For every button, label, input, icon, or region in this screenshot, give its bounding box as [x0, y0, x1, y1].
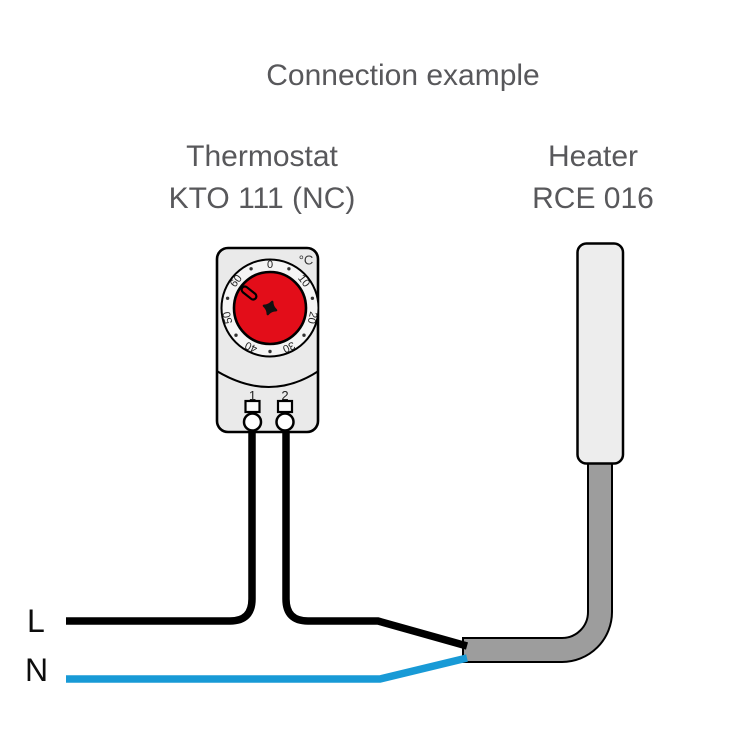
live-wire-left — [66, 418, 256, 625]
live-wire-right — [282, 418, 469, 650]
celsius-unit-label: °C — [299, 253, 314, 268]
heater-label-name: Heater — [547, 140, 639, 173]
heater-body — [576, 242, 625, 465]
terminal-2-post — [275, 412, 295, 432]
heater-label: Heater RCE 016 — [532, 136, 654, 220]
terminal-2-label: 2 — [281, 388, 288, 403]
dial-scale-label-0: 0 — [267, 259, 273, 271]
heater-label-model: RCE 016 — [532, 182, 654, 215]
neutral-conductor-label: N — [25, 652, 49, 688]
terminal-2-screw — [276, 399, 294, 414]
diagram-title: Connection example — [266, 59, 540, 92]
neutral-wire — [66, 654, 468, 683]
dial-scale-label-20: 20 — [305, 310, 319, 325]
dial-center-screw — [262, 300, 278, 316]
dial-scale-label-50: 50 — [221, 310, 235, 325]
heater-cable — [462, 459, 613, 663]
thermostat-label-name: Thermostat — [186, 140, 338, 173]
dial-bottom-arc — [217, 369, 318, 388]
terminal-1-post — [242, 412, 263, 432]
terminal-1-label: 1 — [249, 388, 256, 403]
thermostat-device: 0 10 20 30 40 50 60 °C 1 2 — [215, 246, 320, 434]
dial-marker — [240, 285, 258, 301]
line-conductor-label: L — [27, 603, 45, 639]
dial-scale-label-40: 40 — [243, 339, 259, 355]
terminal-1-screw — [244, 399, 261, 414]
dial-scale-label-30: 30 — [281, 339, 297, 355]
dial-tick-dots — [225, 267, 315, 354]
thermostat-label: Thermostat KTO 111 (NC) — [169, 136, 356, 220]
thermostat-label-model: KTO 111 (NC) — [168, 182, 356, 215]
